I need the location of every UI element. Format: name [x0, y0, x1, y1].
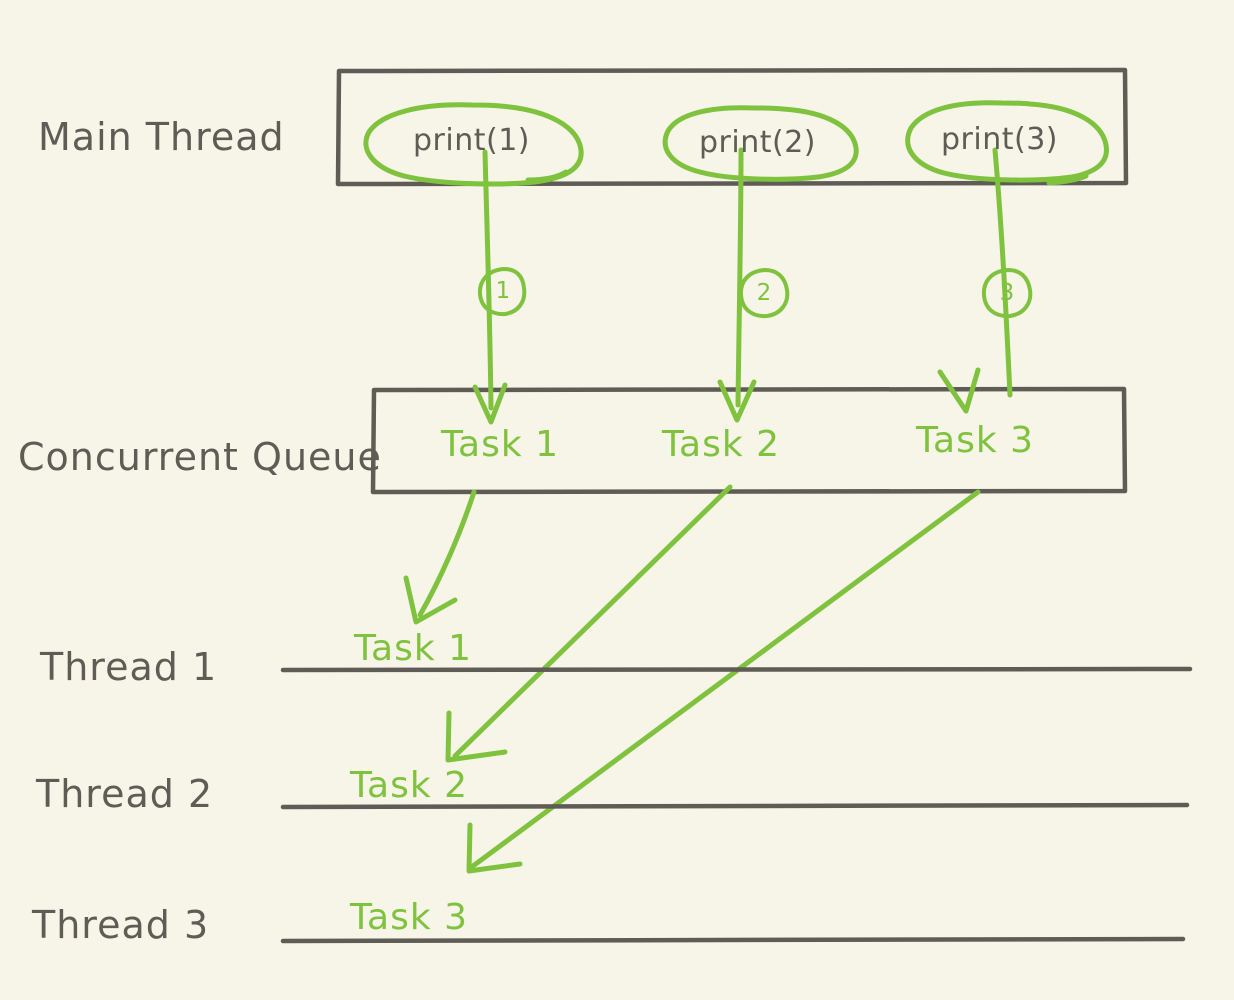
print-call-label-2: print(2)	[699, 125, 816, 160]
thread-label-1: Thread 1	[40, 645, 218, 689]
thread-timeline-3	[280, 936, 1186, 944]
print-call-label-3: print(3)	[941, 122, 1058, 157]
queue-task-label-1: Task 1	[441, 424, 560, 465]
step-marker-1	[477, 266, 527, 317]
main-thread-box	[335, 67, 1129, 187]
concurrent-queue-label: Concurrent Queue	[18, 435, 382, 479]
step-number-2: 2	[756, 280, 772, 306]
step-number-3: 3	[999, 280, 1015, 306]
thread-task-label-2: Task 2	[350, 765, 469, 806]
main-thread-label: Main Thread	[38, 115, 285, 159]
thread-timeline-2	[280, 802, 1190, 810]
queue-to-thread-arrow-3	[466, 489, 981, 874]
print-call-label-1: print(1)	[413, 123, 530, 158]
print-call-bubble-2[interactable]	[662, 105, 859, 182]
dispatch-arrow-2	[717, 147, 757, 423]
print-call-bubble-1[interactable]	[363, 102, 584, 187]
thread-timeline-1	[280, 666, 1193, 673]
thread-label-2: Thread 2	[36, 772, 214, 816]
thread-task-label-3: Task 3	[350, 897, 469, 938]
queue-task-label-3: Task 3	[916, 420, 1035, 461]
concurrent-queue-box	[370, 386, 1128, 495]
queue-to-thread-arrow-2	[445, 484, 733, 763]
thread-label-3: Thread 3	[32, 903, 210, 947]
queue-task-label-2: Task 2	[662, 424, 781, 465]
thread-task-label-1: Task 1	[354, 628, 473, 669]
queue-to-thread-arrow-1	[403, 489, 477, 625]
step-number-1: 1	[495, 278, 511, 304]
step-marker-3	[981, 267, 1033, 319]
print-call-bubble-3[interactable]	[905, 100, 1109, 186]
step-marker-2	[738, 267, 790, 319]
